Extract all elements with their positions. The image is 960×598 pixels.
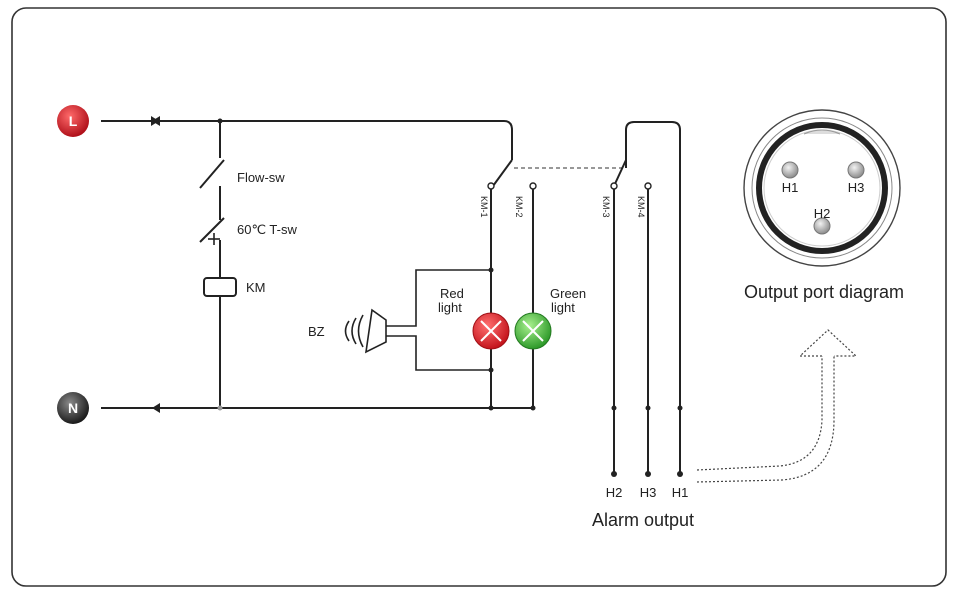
dotted-arrow	[696, 329, 858, 483]
alarm-output-label: Alarm output	[592, 510, 694, 530]
km-coil	[203, 277, 237, 297]
green-light-label-1: Green	[550, 286, 586, 301]
output-label-h1: H1	[672, 485, 689, 500]
km-contact-group-2	[610, 121, 683, 477]
port-pin-h3	[847, 161, 865, 179]
live-terminal-label: L	[69, 113, 78, 129]
port-pin-h2-label: H2	[814, 206, 831, 221]
neutral-bus	[101, 403, 533, 413]
contact-label-km1: KM-1	[479, 196, 489, 218]
port-diagram-label: Output port diagram	[744, 282, 904, 302]
output-port-connector	[743, 109, 901, 267]
port-pin-h1	[781, 161, 799, 179]
port-pin-h1-label: H1	[782, 180, 799, 195]
neutral-terminal-label: N	[68, 400, 78, 416]
live-bus	[101, 116, 513, 160]
km-coil-label: KM	[246, 280, 266, 295]
output-label-h2: H2	[606, 485, 623, 500]
green-light	[514, 312, 552, 350]
red-light-label-1: Red	[440, 286, 464, 301]
live-terminal: L	[57, 105, 89, 137]
temp-switch-label: 60℃ T-sw	[237, 222, 297, 237]
diagram-frame	[11, 7, 947, 587]
neutral-direction-arrow	[152, 403, 160, 413]
live-direction-arrow	[151, 116, 159, 126]
port-pin-h3-label: H3	[848, 180, 865, 195]
contact-label-km4: KM-4	[636, 196, 646, 218]
neutral-terminal: N	[57, 392, 89, 424]
flow-switch	[199, 159, 225, 189]
buzzer-horn	[364, 308, 387, 354]
output-label-h3: H3	[640, 485, 657, 500]
green-light-label-2: light	[551, 300, 575, 315]
temp-switch	[199, 217, 225, 243]
red-light-label-2: light	[438, 300, 462, 315]
flow-switch-label: Flow-sw	[237, 170, 285, 185]
control-branch	[199, 118, 237, 411]
red-light	[472, 312, 510, 350]
buzzer-label: BZ	[308, 324, 325, 339]
km-contact-group-1	[487, 159, 537, 411]
buzzer-branch	[344, 269, 491, 371]
contact-label-km2: KM-2	[514, 196, 524, 218]
contact-label-km3: KM-3	[601, 196, 611, 218]
port-pin-h2	[813, 217, 831, 235]
